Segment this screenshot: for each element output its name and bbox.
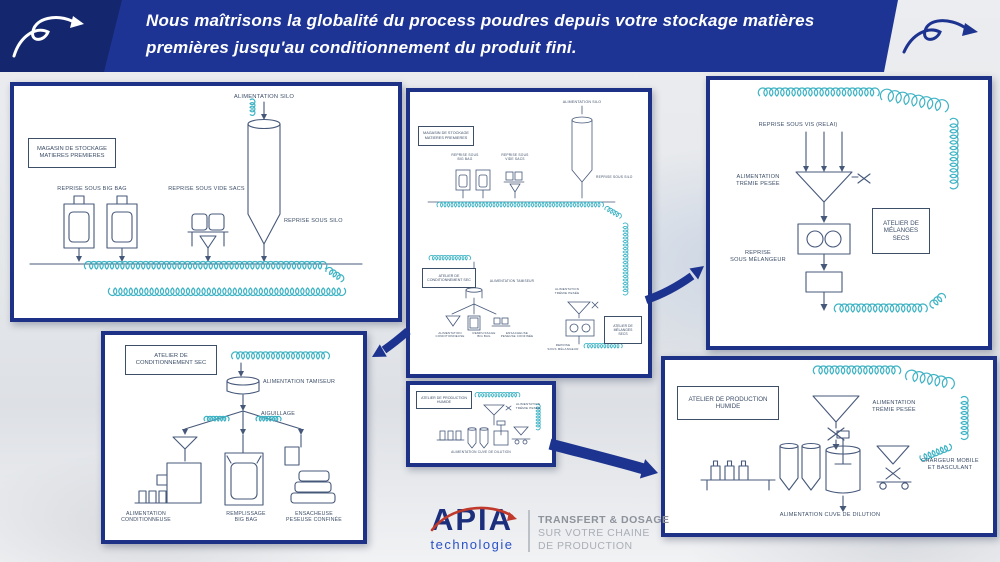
title-humide: ATELIER DE PRODUCTION HUMIDE: [677, 386, 779, 420]
tanks-sketch: [779, 442, 821, 491]
cuve-dilution-sketch: [825, 430, 861, 512]
label-mini-remplissage: REMPLISSAGE BIG BAG: [472, 331, 496, 339]
footer-tagline-3: DE PRODUCTION: [538, 540, 633, 552]
header-band: [0, 0, 898, 72]
label-mini-reprise-silo: REPRISE SOUS SILO: [596, 175, 633, 179]
footer-tagline-1: TRANSFERT & DOSAGE: [538, 514, 670, 526]
mini-machines-sketch: [445, 315, 511, 331]
label-reprise-vis: REPRISE SOUS VIS (RELAI): [758, 122, 838, 128]
humide-mini-sketch: [436, 391, 541, 449]
tremie-sketch: [795, 131, 871, 223]
mini-humide-machines-sketch: [436, 404, 531, 449]
header-title-line1: Nous maîtrisons la globalité du process …: [146, 11, 815, 30]
label-melanges-tremie: ALIMENTATION TRÉMIE PESÉE: [736, 174, 780, 187]
stockage-sketch: [29, 98, 363, 297]
label-reprise-silo: REPRISE SOUS SILO: [284, 218, 343, 224]
humide-tremie-sketch: [812, 395, 860, 450]
panel-humide: ATELIER DE PRODUCTION HUMIDE ALIMENTATIO…: [661, 356, 997, 537]
silo-sketch: [247, 101, 281, 262]
panel-melanges-secs: REPRISE SOUS VIS (RELAI) ALIMENTATION TR…: [706, 76, 992, 350]
label-alimentation-conditionneuse: ALIMENTATION CONDITIONNEUSE: [121, 511, 171, 524]
title-humide-mini: ATELIER DE PRODUCTION HUMIDE: [416, 391, 472, 409]
label-mini-tremie: ALIMENTATION TRÉMIE PESÉE: [554, 287, 580, 295]
overview-sketch: [427, 105, 629, 349]
doodle-arrow-left-icon: [12, 16, 84, 58]
label-mini-reprise-big-bag: REPRISE SOUS BIG BAG: [451, 153, 479, 161]
title-mini-conditionnement: ATELIER DE CONDITIONNEMENT SEC: [422, 268, 476, 288]
panel-humide-mini: ATELIER DE PRODUCTION HUMIDE ALIMENTATIO…: [406, 381, 556, 467]
label-cuve-dilution: ALIMENTATION CUVE DE DILUTION: [779, 512, 881, 518]
label-humide-tremie: ALIMENTATION TRÉMIE PESÉE: [872, 400, 916, 413]
conditionnement-sketch: [134, 351, 336, 506]
title-atelier-melanges: ATELIER DE MÉLANGES SECS: [872, 208, 930, 254]
mini-sacks-sketch: [503, 171, 525, 199]
header-banner: Nous maîtrisons la globalité du process …: [0, 0, 1000, 72]
label-mini-reprise-melangeur: REPRISE SOUS MÉLANGEUR: [547, 343, 579, 351]
label-aiguillage: AIGUILLAGE: [260, 411, 296, 417]
footer: APIA technologie TRANSFERT & DOSAGE SUR …: [0, 500, 1000, 562]
panel-overview: ALIMENTATION SILO MAGASIN DE STOCKAGE MA…: [406, 88, 652, 378]
label-chargeur: CHARGEUR MOBILE ET BASCULANT: [921, 458, 979, 471]
flow-arrow-to-humide: [548, 438, 658, 479]
label-reprise-big-bag: REPRISE SOUS BIG BAG: [57, 186, 127, 192]
title-atelier-conditionnement: ATELIER DE CONDITIONNEMENT SEC: [125, 345, 217, 375]
label-reprise-vide-sacs: REPRISE SOUS VIDE SACS: [168, 186, 245, 192]
mini-melanges-sketch: [565, 301, 599, 345]
label-mini-cuve-dilution: ALIMENTATION CUVE DE DILUTION: [451, 450, 511, 454]
melangeur-sketch: [797, 223, 851, 311]
header-corner-shape: [0, 0, 122, 72]
conditionneuse-sketch: [134, 436, 202, 504]
sacks-station-sketch: [187, 213, 229, 262]
ensacheuse-sketch: [284, 434, 336, 504]
flow-arrow-to-melanges: [644, 266, 704, 304]
panel-conditionnement: ATELIER DE CONDITIONNEMENT SEC ALIMENTAT…: [101, 331, 367, 544]
header-title-line2: premières jusqu'au conditionnement du pr…: [146, 38, 577, 57]
chargeur-sketch: [876, 445, 912, 490]
apia-logo-swoosh-icon: [430, 506, 517, 532]
label-mini-tamiseur: ALIMENTATION TAMISEUR: [489, 279, 535, 283]
flow-arrow-to-conditionnement: [372, 327, 411, 357]
apia-logo-subtext: technologie: [430, 537, 514, 552]
label-mini-alimentation-silo: ALIMENTATION SILO: [562, 100, 602, 104]
tamiseur-sketch: [226, 362, 260, 411]
mini-bigbags-sketch: [455, 169, 491, 199]
title-mini-magasin: MAGASIN DE STOCKAGE MATIERES PREMIERES: [418, 126, 474, 146]
label-mini-reprise-vide-sacs: REPRISE SOUS VIDE SACS: [501, 153, 529, 161]
doodle-arrow-right-icon: [902, 19, 978, 54]
title-magasin-stockage: MAGASIN DE STOCKAGE MATIERES PREMIERES: [28, 138, 116, 168]
label-mini-conditionneuse: ALIMENTATION CONDITIONNEUSE: [435, 331, 465, 339]
label-mini-humide-tremie: ALIMENTATION TRÉMIE PESÉE: [515, 402, 541, 410]
footer-divider: [528, 510, 530, 552]
label-alimentation-tamiseur: ALIMENTATION TAMISEUR: [263, 379, 336, 385]
label-alimentation-silo: ALIMENTATION SILO: [233, 94, 295, 100]
label-mini-ensacheuse: ENSACHEUSE PESEUSE CONFINÉE: [500, 331, 534, 339]
label-reprise-melangeur: REPRISE SOUS MÉLANGEUR: [730, 250, 786, 263]
panel-stockage: ALIMENTATION SILO MAGASIN DE STOCKAGE MA…: [10, 82, 402, 322]
mini-silo-sketch: [571, 105, 593, 199]
title-mini-melanges: ATELIER DE MÉLANGES SECS: [604, 316, 642, 344]
conveyor-bottles-sketch: [700, 460, 776, 491]
footer-tagline-2: SUR VOTRE CHAINE: [538, 527, 650, 539]
melanges-sketch: [757, 87, 959, 313]
remplissage-bigbag-sketch: [224, 434, 264, 506]
big-bag-station-sketch: [63, 195, 138, 262]
label-remplissage-big-bag: REMPLISSAGE BIG BAG: [226, 511, 266, 524]
humide-sketch: [700, 365, 969, 512]
label-ensacheuse: ENSACHEUSE PESEUSE CONFINÉE: [286, 511, 342, 524]
